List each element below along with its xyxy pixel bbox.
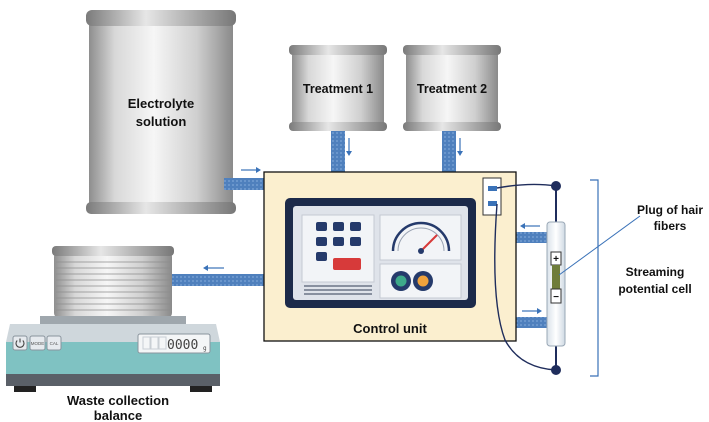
waste-collection-balance: MODE CAL 0000 g — [6, 246, 220, 392]
cal-button-label: CAL — [50, 341, 59, 346]
treatment-2-label: Treatment 2 — [417, 82, 487, 96]
electrolyte-label-2: solution — [136, 114, 187, 129]
waste-container — [52, 246, 174, 318]
arrow-left-icon — [520, 223, 540, 229]
knobs — [379, 263, 462, 299]
plug-label-2: fibers — [654, 219, 687, 233]
arrow-down-icon — [457, 138, 463, 156]
treatment-1-label: Treatment 1 — [303, 82, 373, 96]
streaming-potential-cell: + − — [546, 181, 566, 375]
arrow-right-icon — [522, 308, 542, 314]
cell-label: Streaming — [626, 265, 685, 279]
cell-outlet-tube — [515, 317, 549, 328]
hair-fiber-plug — [552, 265, 560, 289]
power-button[interactable] — [12, 335, 28, 351]
mode-button[interactable] — [29, 335, 46, 351]
balance-label: Waste collection — [67, 393, 169, 408]
keypad — [301, 214, 375, 295]
control-unit: Control unit — [263, 171, 517, 342]
connector-block — [482, 177, 502, 216]
electrolyte-container: Electrolyte solution — [86, 10, 236, 214]
mode-button-label: MODE — [31, 341, 45, 346]
bottom-terminal — [551, 365, 561, 375]
electrolyte-label: Electrolyte — [128, 96, 194, 111]
flow-arrows — [203, 138, 542, 314]
cell-inlet-tube — [515, 232, 549, 243]
cell-label-2: potential cell — [618, 282, 691, 296]
arrow-down-icon — [346, 138, 352, 156]
treatment-2-tube — [442, 131, 456, 173]
balance-display — [137, 333, 211, 354]
electrolyte-tube — [224, 178, 266, 190]
waste-tube — [168, 274, 264, 286]
arrow-right-icon — [241, 167, 261, 173]
balance-unit: g — [203, 345, 207, 352]
minus-electrode: − — [553, 292, 559, 303]
plus-electrode: + — [553, 254, 559, 265]
treatment-1-tube — [331, 131, 345, 173]
plug-pointer — [558, 215, 641, 276]
balance-readout: 0000 — [167, 338, 198, 353]
treatment-1-container: Treatment 1 — [289, 45, 387, 131]
control-unit-label: Control unit — [353, 321, 427, 336]
cell-bracket — [590, 179, 599, 377]
treatment-2-container: Treatment 2 — [403, 45, 501, 131]
balance-label-2: balance — [94, 408, 142, 422]
gauge-icon — [379, 214, 462, 261]
power-icon — [15, 338, 25, 348]
arrow-left-icon — [203, 265, 224, 271]
plug-label: Plug of hair — [637, 203, 703, 217]
top-terminal — [551, 181, 561, 191]
cal-button[interactable] — [46, 335, 62, 351]
tubes — [168, 131, 549, 328]
